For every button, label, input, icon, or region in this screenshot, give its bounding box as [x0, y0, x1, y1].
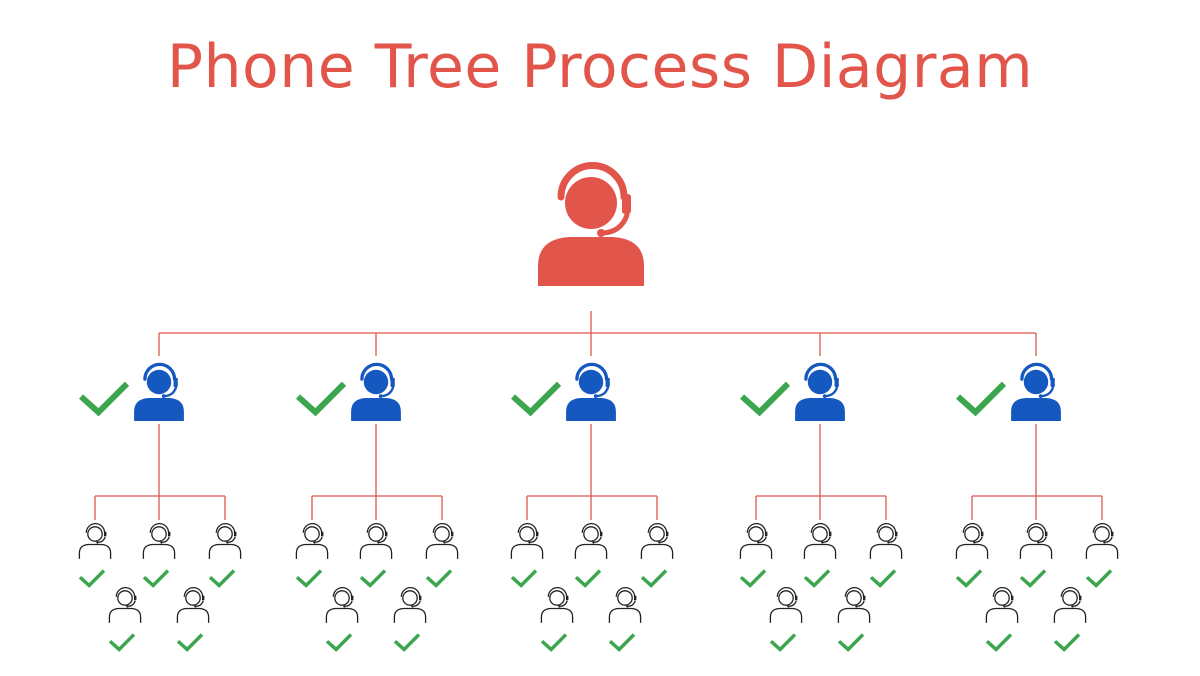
member-icon-3-4	[540, 587, 574, 623]
root-caller-icon	[538, 162, 644, 286]
member-icon-3-2	[574, 523, 608, 559]
member-check-icon-2-3	[425, 569, 453, 588]
member-check-icon-1-2	[142, 569, 170, 588]
caller-icon-1	[134, 362, 184, 422]
member-icon-2-3	[425, 523, 459, 559]
member-icon-5-2	[1019, 523, 1053, 559]
member-icon-5-4	[985, 587, 1019, 623]
member-icon-1-1	[78, 523, 112, 559]
caller-check-icon-3	[510, 381, 562, 417]
caller-check-icon-1	[78, 381, 130, 417]
member-check-icon-2-1	[295, 569, 323, 588]
member-check-icon-3-5	[608, 633, 636, 652]
connectors	[94, 311, 1103, 520]
member-check-icon-5-5	[1053, 633, 1081, 652]
member-check-icon-3-1	[510, 569, 538, 588]
member-icon-1-3	[208, 523, 242, 559]
member-check-icon-3-2	[574, 569, 602, 588]
member-check-icon-1-1	[78, 569, 106, 588]
caller-icon-2	[351, 362, 401, 422]
member-check-icon-5-2	[1019, 569, 1047, 588]
page-title: Phone Tree Process Diagram	[166, 32, 1034, 102]
member-check-icon-2-4	[325, 633, 353, 652]
member-check-icon-4-5	[837, 633, 865, 652]
caller-icon-5	[1011, 362, 1061, 422]
member-check-icon-5-3	[1085, 569, 1113, 588]
member-check-icon-2-2	[359, 569, 387, 588]
member-check-icon-1-3	[208, 569, 236, 588]
member-check-icon-2-5	[393, 633, 421, 652]
caller-icon-3	[566, 362, 616, 422]
member-icon-4-2	[803, 523, 837, 559]
member-icon-3-3	[640, 523, 674, 559]
member-icon-1-4	[108, 587, 142, 623]
nodes	[78, 162, 1119, 652]
member-check-icon-4-3	[869, 569, 897, 588]
member-icon-3-1	[510, 523, 544, 559]
caller-check-icon-4	[739, 381, 791, 417]
member-check-icon-5-1	[955, 569, 983, 588]
member-icon-2-4	[325, 587, 359, 623]
member-icon-5-3	[1085, 523, 1119, 559]
caller-check-icon-2	[295, 381, 347, 417]
caller-icon-4	[795, 362, 845, 422]
member-icon-2-1	[295, 523, 329, 559]
member-check-icon-1-4	[108, 633, 136, 652]
member-icon-3-5	[608, 587, 642, 623]
member-icon-2-5	[393, 587, 427, 623]
member-check-icon-4-1	[739, 569, 767, 588]
member-icon-1-2	[142, 523, 176, 559]
member-icon-4-4	[769, 587, 803, 623]
member-icon-4-3	[869, 523, 903, 559]
caller-check-icon-5	[955, 381, 1007, 417]
member-icon-4-5	[837, 587, 871, 623]
member-check-icon-4-2	[803, 569, 831, 588]
member-icon-5-1	[955, 523, 989, 559]
member-icon-4-1	[739, 523, 773, 559]
member-check-icon-4-4	[769, 633, 797, 652]
member-check-icon-3-3	[640, 569, 668, 588]
member-check-icon-5-4	[985, 633, 1013, 652]
member-check-icon-1-5	[176, 633, 204, 652]
member-icon-1-5	[176, 587, 210, 623]
member-icon-2-2	[359, 523, 393, 559]
member-check-icon-3-4	[540, 633, 568, 652]
member-icon-5-5	[1053, 587, 1087, 623]
